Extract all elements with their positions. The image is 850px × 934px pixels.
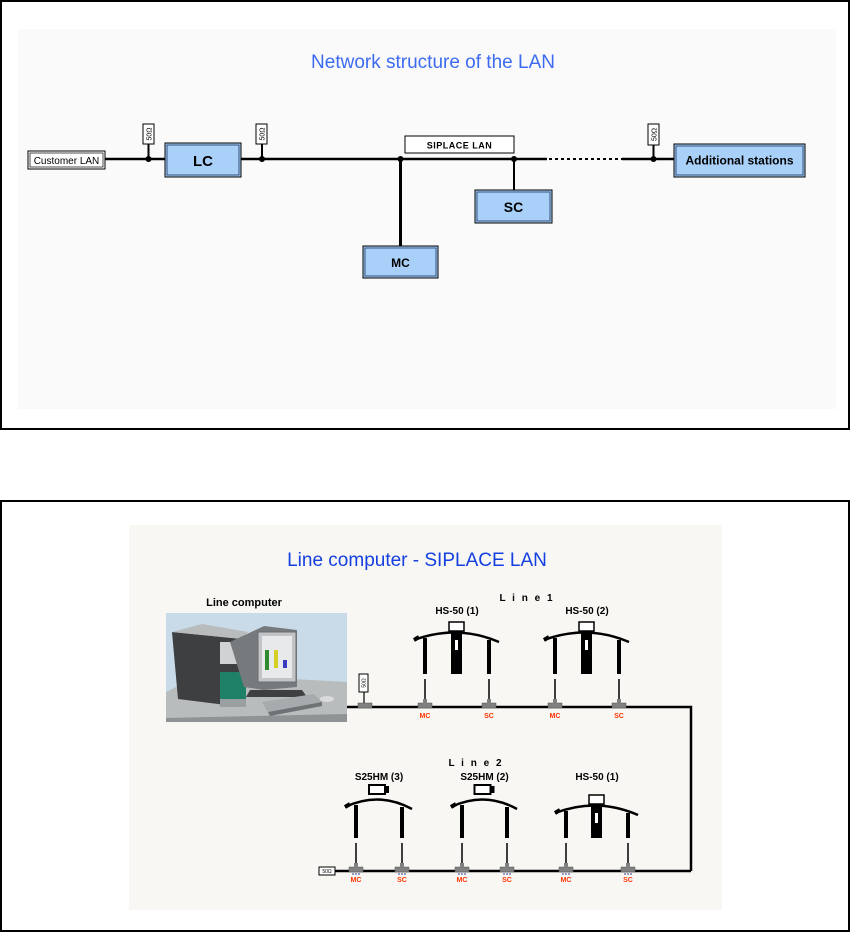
customer-lan-box: Customer LAN xyxy=(27,150,106,170)
placement-head-icon xyxy=(588,794,605,805)
mc-port-label: MC xyxy=(561,877,572,884)
placement-head-icon xyxy=(448,621,465,632)
lc-label: LC xyxy=(193,153,213,170)
placement-head-icon xyxy=(473,784,492,795)
mc-port-label: MC xyxy=(420,713,431,720)
sc-port-label: SC xyxy=(623,877,633,884)
sc-port-label: SC xyxy=(484,713,494,720)
diagram-title: Line computer - SIPLACE LAN xyxy=(287,550,547,571)
bus-junction xyxy=(511,156,517,162)
svg-text:50Ω: 50Ω xyxy=(362,678,368,688)
placement-head-icon xyxy=(578,621,595,632)
line1-bus xyxy=(347,705,693,871)
terminator: 50Ω xyxy=(357,673,373,709)
terminator: 50Ω xyxy=(647,123,660,162)
siplace-lan-label-box: SIPLACE LAN xyxy=(404,135,515,154)
svg-text:50Ω: 50Ω xyxy=(322,869,332,875)
gantry-arc xyxy=(344,798,413,811)
customer-lan-label: Customer LAN xyxy=(34,156,100,167)
terminator: 50Ω xyxy=(318,866,336,876)
gantry-arc xyxy=(543,631,630,644)
line-computer-diagram: Line computer - SIPLACE LAN Line compute… xyxy=(129,525,722,910)
svg-text:50Ω: 50Ω xyxy=(147,127,154,140)
svg-text:50Ω: 50Ω xyxy=(652,128,659,141)
terminator: 50Ω xyxy=(255,123,268,162)
diagram-background xyxy=(18,29,836,409)
sc-port-label: SC xyxy=(614,713,624,720)
network-structure-diagram: Network structure of the LAN Customer LA… xyxy=(18,29,836,409)
placement-machine: S25HM (2) MC SC xyxy=(449,772,518,884)
gantry-arc xyxy=(450,798,518,811)
svg-text:50Ω: 50Ω xyxy=(260,127,267,140)
line2-label: L i n e 2 xyxy=(448,758,503,769)
machine-label: S25HM (2) xyxy=(460,772,508,783)
mc-port-label: MC xyxy=(351,877,362,884)
mc-label: MC xyxy=(391,256,410,270)
placement-column xyxy=(451,633,462,674)
machine-label: S25HM (3) xyxy=(355,772,403,783)
sc-node: SC xyxy=(474,189,553,224)
sc-port-label: SC xyxy=(397,877,407,884)
line-computer-label: Line computer xyxy=(206,597,283,609)
mc-node: MC xyxy=(362,245,439,279)
placement-column xyxy=(581,633,592,674)
machine-label: HS-50 (2) xyxy=(565,606,608,617)
line1-label: L i n e 1 xyxy=(499,593,554,604)
sc-port-label: SC xyxy=(502,877,512,884)
machine-label: HS-50 (1) xyxy=(435,606,478,617)
gantry-arc xyxy=(413,631,500,644)
additional-stations-node: Additional stations xyxy=(673,143,806,178)
placement-machine: S25HM (3) MC SC xyxy=(343,772,413,884)
line-computer-image xyxy=(166,613,347,722)
placement-machine: HS-50 (1) MC SC xyxy=(412,606,500,720)
additional-stations-label: Additional stations xyxy=(686,154,794,168)
placement-head-icon xyxy=(368,784,386,795)
lc-node: LC xyxy=(164,142,242,178)
terminator: 50Ω xyxy=(142,123,155,162)
mc-port-label: MC xyxy=(550,713,561,720)
bus-junction xyxy=(397,156,404,162)
mc-port-label: MC xyxy=(457,877,468,884)
line-computer-panel: Line computer - SIPLACE LAN Line compute… xyxy=(0,500,850,932)
placement-machine: HS-50 (1) MC SC xyxy=(553,772,639,884)
sc-label: SC xyxy=(504,199,523,215)
placement-machine: HS-50 (2) MC SC xyxy=(542,606,630,720)
machine-label: HS-50 (1) xyxy=(575,772,618,783)
diagram-title: Network structure of the LAN xyxy=(311,52,555,73)
network-structure-panel: Network structure of the LAN Customer LA… xyxy=(0,0,850,430)
gantry-arc xyxy=(554,804,639,817)
siplace-lan-label: SIPLACE LAN xyxy=(427,141,493,151)
